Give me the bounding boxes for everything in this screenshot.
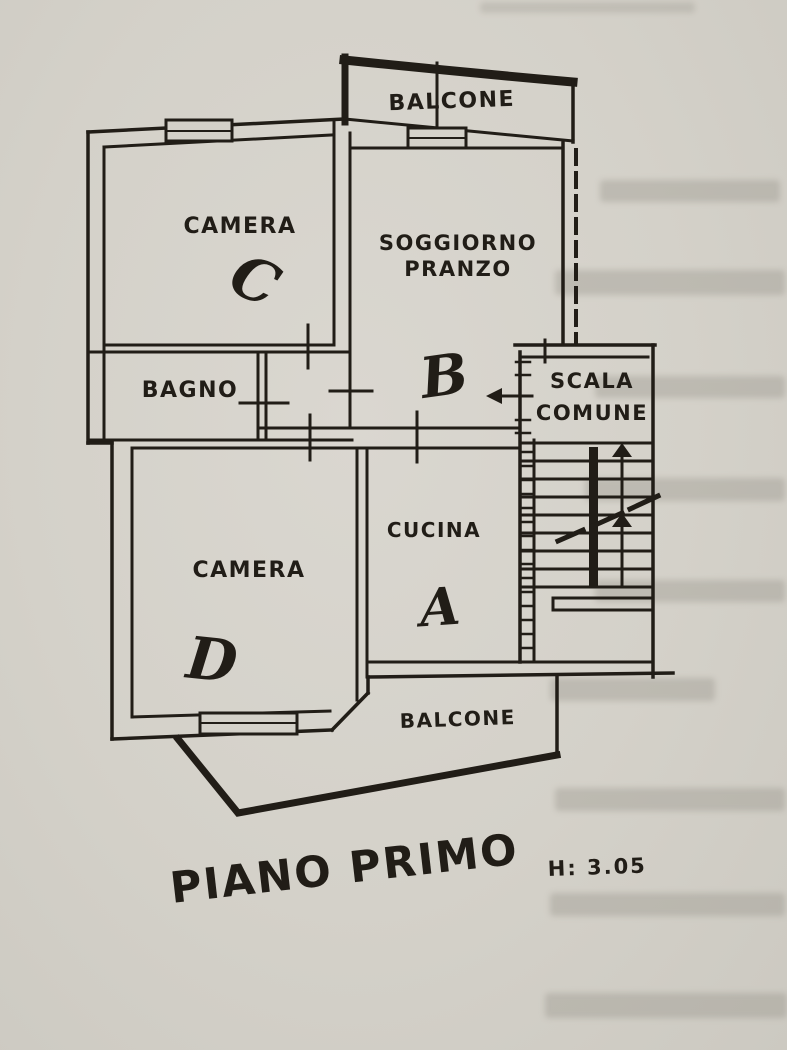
room-label-balcone-bottom: BALCONE — [399, 705, 516, 733]
room-label-camera-c: CAMERA — [183, 214, 296, 239]
unit-letter-a: A — [413, 576, 463, 640]
unit-letter-c: C — [220, 240, 290, 321]
interior-walls-upper — [86, 119, 578, 442]
camera-d-walls — [86, 441, 371, 741]
balcony-top-outline — [339, 53, 578, 144]
room-label-soggiorno-line1: SOGGIORNO — [379, 231, 537, 255]
entrance-arrow-icon — [486, 388, 534, 404]
room-label-cucina: CUCINA — [387, 518, 481, 542]
cucina-walls — [365, 350, 675, 679]
height-note: H: 3.05 — [547, 854, 647, 881]
unit-letter-b: B — [414, 340, 472, 412]
page-title: PIANO PRIMO — [168, 825, 522, 914]
balcony-bottom-outline — [173, 675, 562, 817]
room-label-bagno: BAGNO — [142, 378, 238, 403]
unit-letter-d: D — [181, 623, 240, 696]
stairs-icon — [520, 441, 662, 612]
room-label-soggiorno-line2: PRANZO — [404, 257, 511, 281]
stairwell-walls — [513, 338, 657, 679]
interior-walls-middle — [86, 410, 522, 464]
exterior-walls — [86, 117, 575, 445]
room-label-balcone-top: BALCONE — [388, 87, 515, 116]
room-label-camera-d: CAMERA — [192, 558, 305, 583]
room-label-scala-line2: COMUNE — [536, 401, 648, 425]
room-label-scala-line1: SCALA — [550, 369, 634, 393]
